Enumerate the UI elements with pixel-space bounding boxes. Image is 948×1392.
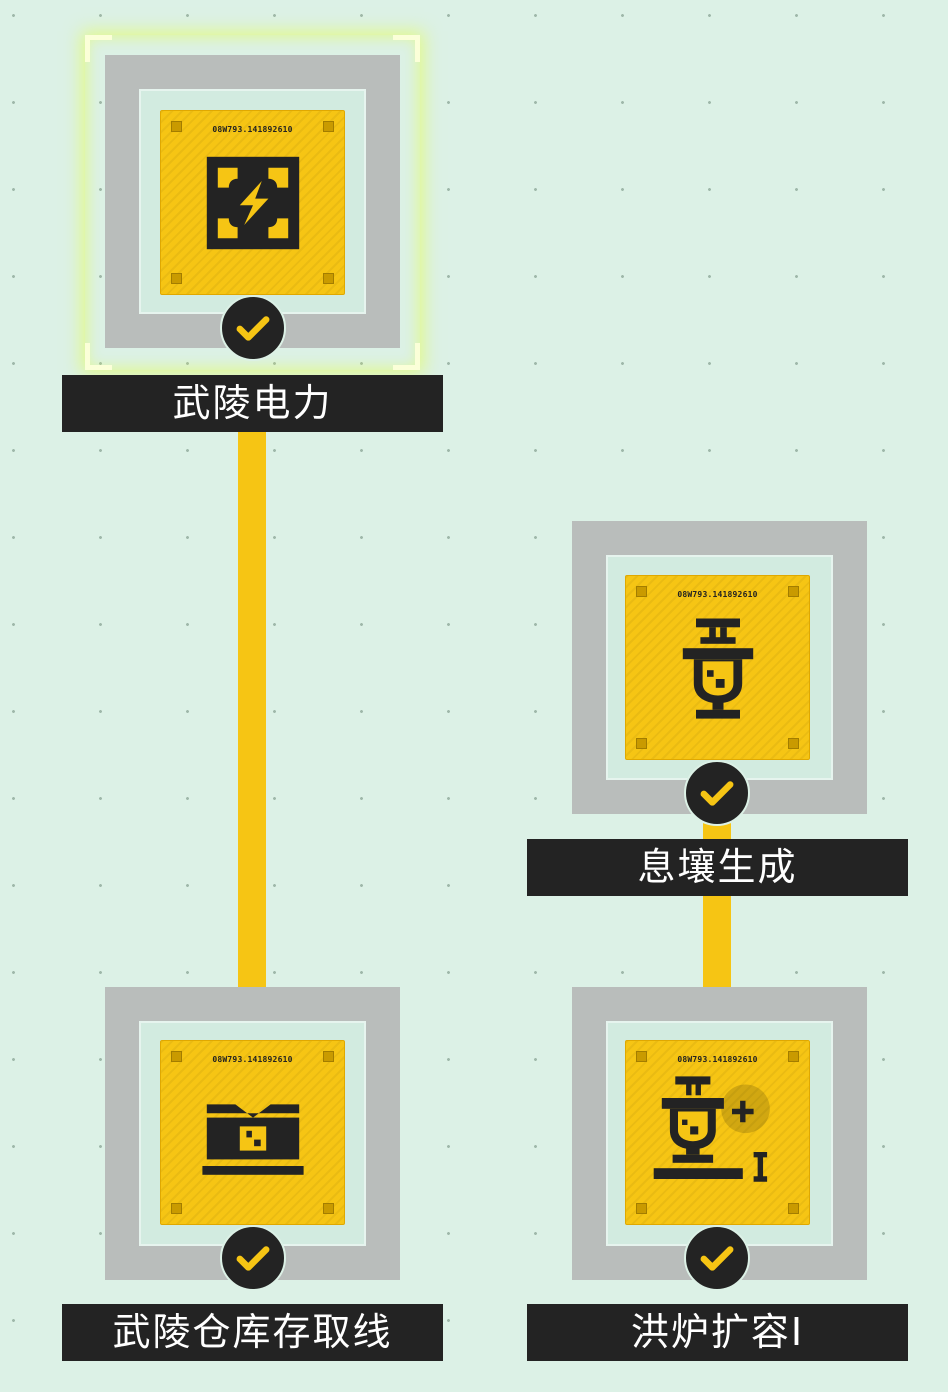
- completed-check-icon: [684, 1225, 750, 1291]
- node-label: 武陵电力: [62, 375, 443, 432]
- node-frame[interactable]: [105, 55, 400, 348]
- card-code: 08W793.141892610: [212, 1055, 293, 1064]
- node-label: 息壤生成: [527, 839, 908, 896]
- tech-node-card[interactable]: 08W793.141892610: [160, 1040, 345, 1225]
- completed-check-icon: [220, 295, 286, 361]
- completed-check-icon: [684, 760, 750, 826]
- tech-node-card[interactable]: 08W793.141892610: [625, 1040, 810, 1225]
- power-lightning-icon: [206, 156, 300, 250]
- furnace-expand-icon: [653, 1076, 770, 1182]
- node-label: 洪炉扩容I: [527, 1304, 908, 1361]
- node-label: 武陵仓库存取线: [62, 1304, 443, 1361]
- xirang-generator-icon: [682, 618, 754, 719]
- card-code: 08W793.141892610: [677, 590, 758, 599]
- card-code: 08W793.141892610: [677, 1055, 758, 1064]
- connector-line: [238, 430, 266, 1042]
- selection-highlight: [85, 35, 420, 370]
- completed-check-icon: [220, 1225, 286, 1291]
- card-code: 08W793.141892610: [212, 125, 293, 134]
- tech-node-card[interactable]: 08W793.141892610: [625, 575, 810, 760]
- warehouse-line-icon: [202, 1104, 304, 1175]
- tech-node-card[interactable]: 08W793.141892610: [160, 110, 345, 295]
